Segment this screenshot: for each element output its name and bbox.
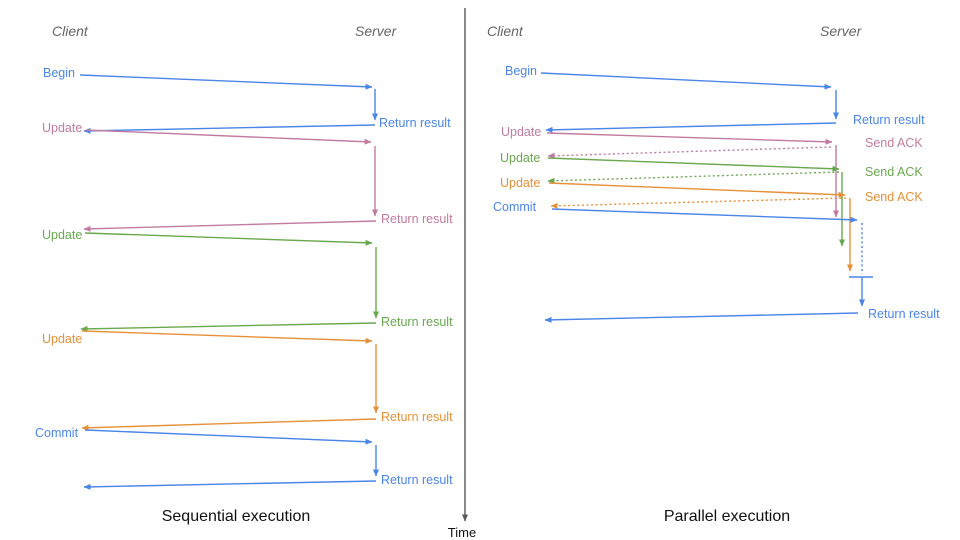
diagram-title: Parallel execution <box>664 508 790 525</box>
response-label: Return result <box>381 315 453 329</box>
request-arrow <box>548 182 846 198</box>
message-label: Begin <box>43 66 75 80</box>
request-arrow <box>85 129 372 145</box>
response-arrow <box>83 480 377 490</box>
response-arrow <box>545 122 837 133</box>
response-arrow <box>81 418 377 431</box>
response-label: Send ACK <box>865 136 923 150</box>
request-arrow <box>551 208 858 223</box>
request-arrow <box>79 74 373 90</box>
message-label: Update <box>42 332 82 346</box>
message-label: Update <box>42 228 82 242</box>
ack-response-dashed-arrow <box>547 171 840 184</box>
ack-response-dashed-arrow <box>547 146 832 159</box>
server-header: Server <box>820 23 863 39</box>
request-arrow <box>81 330 373 344</box>
message-label: Update <box>500 176 540 190</box>
request-arrow <box>84 429 373 445</box>
message-label: Commit <box>35 426 79 440</box>
server-header: Server <box>355 23 398 39</box>
response-label: Return result <box>868 307 940 321</box>
response-label: Return result <box>381 410 453 424</box>
request-arrow <box>84 232 373 246</box>
response-label: Return result <box>381 473 453 487</box>
response-label: Return result <box>379 116 451 130</box>
message-label: Begin <box>505 64 537 78</box>
message-label: Update <box>500 151 540 165</box>
response-label: Send ACK <box>865 190 923 204</box>
response-arrow <box>83 124 376 134</box>
response-arrow <box>80 322 377 332</box>
client-header: Client <box>52 23 89 39</box>
request-arrow <box>540 72 832 90</box>
message-label: Update <box>501 125 541 139</box>
message-label: Update <box>42 121 82 135</box>
diagram-title: Sequential execution <box>162 508 311 525</box>
message-label: Commit <box>493 200 537 214</box>
response-label: Send ACK <box>865 165 923 179</box>
response-arrow <box>83 220 377 232</box>
request-arrow <box>547 157 840 172</box>
response-label: Return result <box>381 212 453 226</box>
ack-response-dashed-arrow <box>550 197 847 209</box>
response-label: Return result <box>853 113 925 127</box>
time-axis-label: Time <box>448 525 476 540</box>
client-header: Client <box>487 23 524 39</box>
request-arrow <box>546 132 833 145</box>
response-arrow <box>544 312 859 323</box>
